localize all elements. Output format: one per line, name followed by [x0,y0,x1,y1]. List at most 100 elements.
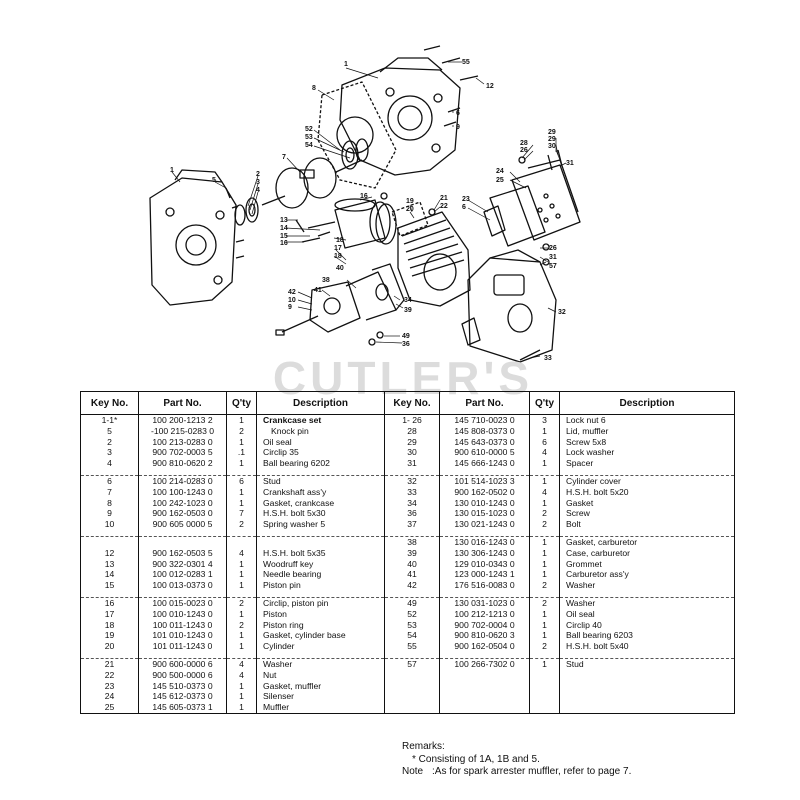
cell-part [138,535,227,548]
cell-desc: Gasket, muffler [256,680,385,692]
note-label: Note [402,766,424,777]
cell-key: 28 [384,425,440,437]
cell-part: 145 605-0373 1 [138,702,227,714]
cell-part: 100 100-1243 0 [138,486,227,498]
cell-qty: 4 [226,547,257,559]
callout-39: 39 [404,307,412,314]
cell-part: 900 162-0504 0 [439,641,530,652]
cell-qty: .1 [226,447,257,459]
remarks-note: Note :As for spark arrester muffler, refe… [402,766,631,779]
cell-part: 145 710-0023 0 [439,413,530,426]
cell-key: 8 [80,497,139,509]
cell-key: 52 [384,608,440,620]
cell-qty: 2 [226,619,257,631]
cell-part: -100 215-0283 0 [138,425,227,437]
cell-part: 100 011-1243 0 [138,619,227,631]
cell-desc: Lock washer [559,447,735,459]
cell-qty: 1 [226,608,257,620]
cell-key: 13 [80,558,139,570]
cell-desc [256,535,385,548]
cell-qty: 1 [529,569,560,581]
callout-1-left: 1 [170,167,174,174]
group-spacer [80,590,735,598]
cell-desc: H.S.H. bolt 5x20 [559,486,735,498]
cell-part: 900 810-0620 3 [439,630,530,642]
cell-qty: 2 [529,641,560,652]
cell-part: 900 162-0503 5 [138,547,227,559]
cell-qty: 1 [529,657,560,670]
cell-key [384,669,440,681]
cell-desc: Cylinder cover [559,474,735,487]
callout-5: 5 [212,177,216,184]
table-header-row: Key No. Part No. Q'ty Description Key No… [80,391,735,415]
note-text: :As for spark arrester muffler, refer to… [432,766,632,777]
cell-qty: 1 [226,702,257,714]
group-spacer [80,651,735,659]
cell-part [439,702,530,714]
cell-desc: Needle bearing [256,569,385,581]
cell-key: 16 [80,596,139,609]
cell-desc: Gasket, cylinder base [256,630,385,642]
cell-key: 38 [384,535,440,548]
callout-12: 12 [486,83,494,90]
callout-26-top: 26 [520,147,528,154]
cell-desc: Screw [559,508,735,520]
cell-part: 130 306-1243 0 [439,547,530,559]
callout-31b: 31 [549,254,557,261]
cell-desc: H.S.H. bolt 5x30 [256,508,385,520]
callout-26: 26 [549,245,557,252]
cell-desc [559,702,735,714]
cell-key: 49 [384,596,440,609]
cell-desc: Spring washer 5 [256,519,385,530]
callout-8: 8 [312,85,316,92]
callout-29: 29 [548,129,556,136]
cell-part: 100 213-0283 0 [138,436,227,448]
cell-qty: 4 [529,486,560,498]
cell-qty: 3 [529,413,560,426]
callout-28: 28 [520,140,528,147]
cell-qty: 1 [529,619,560,631]
callout-18b: 18 [336,237,344,244]
callout-16-left: 16 [280,240,288,247]
cell-qty: 1 [226,691,257,703]
cell-part: 900 605 0000 5 [138,519,227,530]
cell-qty: 2 [226,596,257,609]
cell-desc: Case, carburetor [559,547,735,559]
header-qty-right: Q'ty [529,391,560,415]
cell-qty: 1 [226,630,257,642]
callout-6-top: 6 [456,110,460,117]
cell-part: 100 266-7302 0 [439,657,530,670]
cell-key: 55 [384,641,440,652]
cell-desc: Oil seal [559,608,735,620]
remarks: Remarks: * Consisting of 1A, 1B and 5. N… [402,741,631,779]
carburetor [309,263,405,333]
cell-qty: 1 [226,641,257,652]
callout-4: 4 [256,187,260,194]
diagram-callouts: 1 8 52 53 54 7 1 2 3 4 5 55 12 6 9 13 14… [170,59,574,362]
cell-qty: 4 [529,447,560,459]
callout-15: 15 [280,233,288,240]
cell-qty: 1 [529,458,560,469]
callout-24: 24 [496,168,504,175]
cell-part: 123 000-1243 1 [439,569,530,581]
cell-qty: 6 [529,436,560,448]
cell-part: 900 810-0620 2 [138,458,227,469]
cell-qty: 1 [226,580,257,591]
cell-desc: Bolt [559,519,735,530]
cell-key: 21 [80,657,139,670]
cell-key: 20 [80,641,139,652]
cell-desc: Washer [559,596,735,609]
cell-key: 4 [80,458,139,469]
cell-key: 24 [80,691,139,703]
cell-key: 41 [384,569,440,581]
cell-desc: H.S.H. bolt 5x35 [256,547,385,559]
